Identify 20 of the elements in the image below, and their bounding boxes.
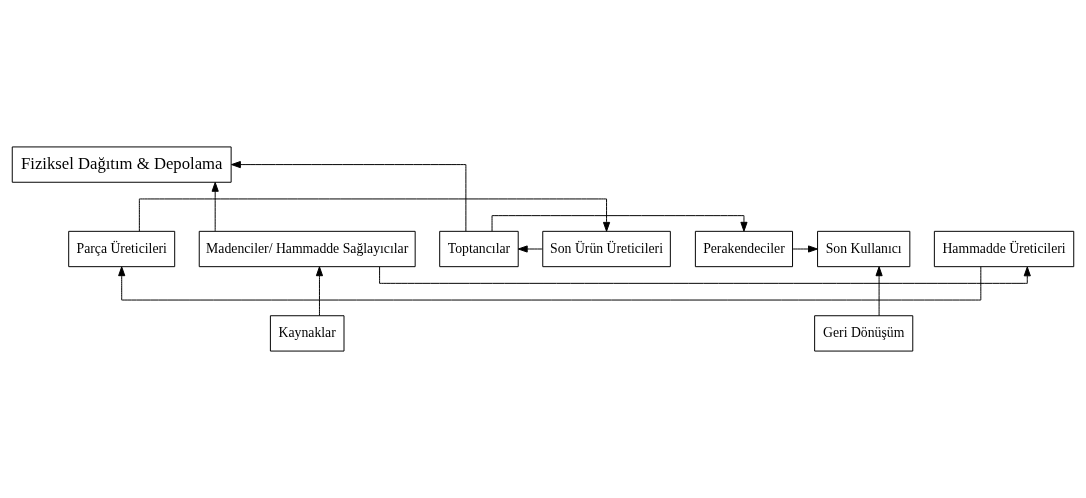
arrow xyxy=(315,266,324,316)
arrow xyxy=(517,245,543,253)
node-box: Madenciler/ Hammadde Sağlayıcılar xyxy=(198,230,416,268)
node-box: Geri Dönüşüm xyxy=(814,315,914,352)
node-box: Perakendeciler xyxy=(694,230,794,268)
node-box: Toptancılar xyxy=(439,230,519,268)
node-box: Fiziksel Dağıtım & Depolama xyxy=(11,146,232,183)
node-box: Kaynaklar xyxy=(269,315,345,352)
arrow xyxy=(875,266,883,316)
arrow xyxy=(118,266,982,301)
arrow xyxy=(231,161,467,232)
node-box: Son Kullanıcı xyxy=(817,230,911,268)
node-box: Parça Üreticileri xyxy=(68,230,176,268)
arrow xyxy=(792,245,818,253)
node-box: Son Ürün Üreticileri xyxy=(542,230,671,268)
arrow xyxy=(491,215,748,232)
arrow xyxy=(138,198,611,232)
node-box: Hammadde Üreticileri xyxy=(933,230,1075,268)
arrow xyxy=(211,182,219,232)
arrow xyxy=(379,266,1031,284)
